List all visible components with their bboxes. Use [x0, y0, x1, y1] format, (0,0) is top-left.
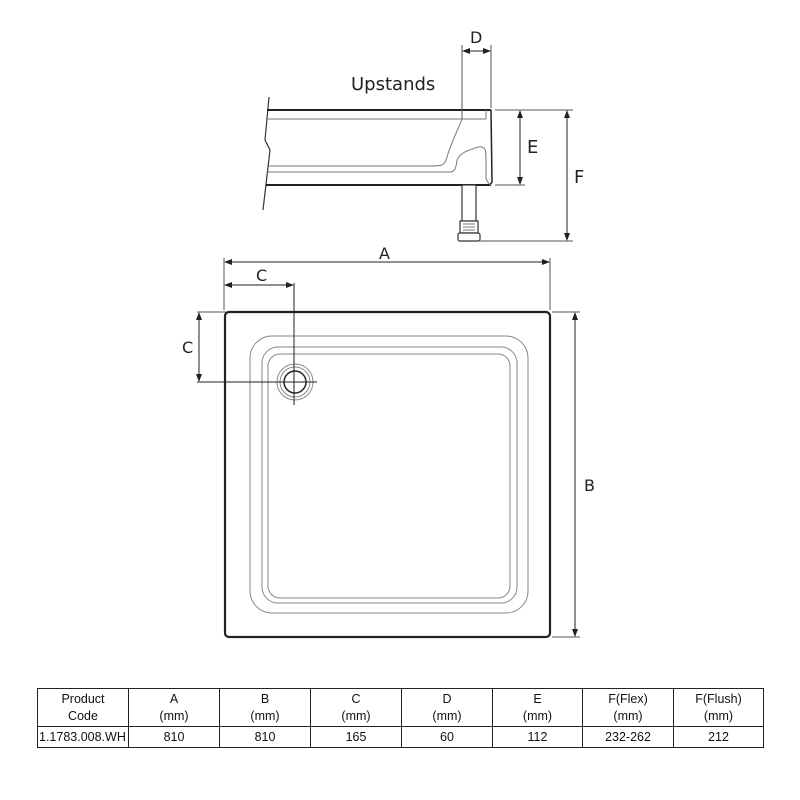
header-f-flush: F(Flush)(mm) [673, 688, 764, 727]
cell-e: 112 [492, 726, 583, 748]
header-c: C(mm) [310, 688, 402, 727]
cell-a: 810 [128, 726, 220, 748]
upstands-label: Upstands [351, 74, 435, 95]
side-profile-view: Upstands D E F [262, 28, 584, 242]
plan-view: A C C B [182, 244, 595, 639]
header-b: B(mm) [219, 688, 311, 727]
dimension-c-top-label: C [256, 266, 267, 285]
cell-d: 60 [401, 726, 493, 748]
dimension-f-label: F [574, 167, 584, 188]
table-row: 1.1783.008.WH 810 810 165 60 112 232-262… [37, 726, 764, 748]
header-d: D(mm) [401, 688, 493, 727]
dimension-e-label: E [527, 137, 538, 158]
cell-product-code: 1.1783.008.WH [37, 726, 129, 748]
shower-tray-technical-drawing: Upstands D E F [182, 28, 595, 639]
dimension-c-side-label: C [182, 338, 193, 357]
header-f-flex: F(Flex)(mm) [582, 688, 674, 727]
header-a: A(mm) [128, 688, 220, 727]
dimension-d-label: D [470, 28, 482, 47]
cell-f-flex: 232-262 [582, 726, 674, 748]
header-e: E(mm) [492, 688, 583, 727]
dimension-a-label: A [379, 244, 390, 263]
cell-b: 810 [219, 726, 311, 748]
dimension-b-label: B [584, 476, 595, 495]
cell-f-flush: 212 [673, 726, 764, 748]
cell-c: 165 [310, 726, 402, 748]
